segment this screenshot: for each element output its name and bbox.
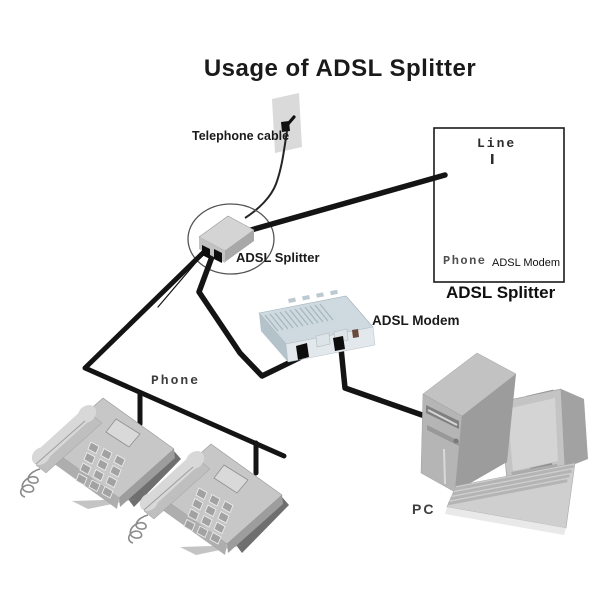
modem-port-right bbox=[333, 336, 345, 351]
adsl-modem-device bbox=[258, 289, 376, 363]
pc-keyboard bbox=[445, 462, 576, 535]
cable-modem-to-pc bbox=[338, 345, 425, 418]
magnifier-circle bbox=[187, 203, 275, 275]
adsl-splitter-device bbox=[198, 215, 255, 263]
cable-splitter-to-modem bbox=[196, 251, 304, 379]
telephone-cable-line bbox=[244, 130, 288, 219]
detail-box-caption: ADSL Splitter bbox=[446, 283, 556, 302]
pc-tower bbox=[420, 352, 517, 493]
line-port-mark bbox=[491, 154, 494, 164]
telephone-wall-jack bbox=[272, 93, 302, 153]
modem-power-port bbox=[352, 329, 359, 338]
modem-back-tabs bbox=[288, 289, 338, 303]
thin-splitter-lead bbox=[157, 252, 205, 308]
modem-port-left bbox=[296, 343, 309, 360]
power-button bbox=[453, 438, 459, 444]
cable-phone-bus bbox=[82, 247, 287, 459]
detail-line-port-label: Line bbox=[477, 136, 517, 151]
monitor-screen bbox=[507, 398, 558, 471]
splitter-port-phone bbox=[202, 245, 210, 259]
cable-splitter-to-detail bbox=[248, 172, 448, 233]
label-phone-line: Phone bbox=[151, 373, 201, 388]
drive-bay bbox=[427, 425, 459, 446]
splitter-detail-box bbox=[433, 127, 565, 283]
label-telephone-cable: Telephone cable bbox=[192, 129, 290, 143]
detail-phone-port-label: Phone bbox=[443, 254, 487, 268]
label-adsl-splitter: ADSL Splitter bbox=[236, 250, 320, 265]
page-title: Usage of ADSL Splitter bbox=[203, 55, 477, 82]
label-adsl-modem: ADSL Modem bbox=[372, 313, 460, 328]
modem-vents bbox=[264, 303, 334, 332]
cables bbox=[82, 172, 448, 476]
detail-modem-port-label: ADSL Modem bbox=[492, 257, 561, 269]
splitter-port-modem bbox=[214, 249, 222, 263]
label-pc: PC bbox=[412, 501, 436, 517]
